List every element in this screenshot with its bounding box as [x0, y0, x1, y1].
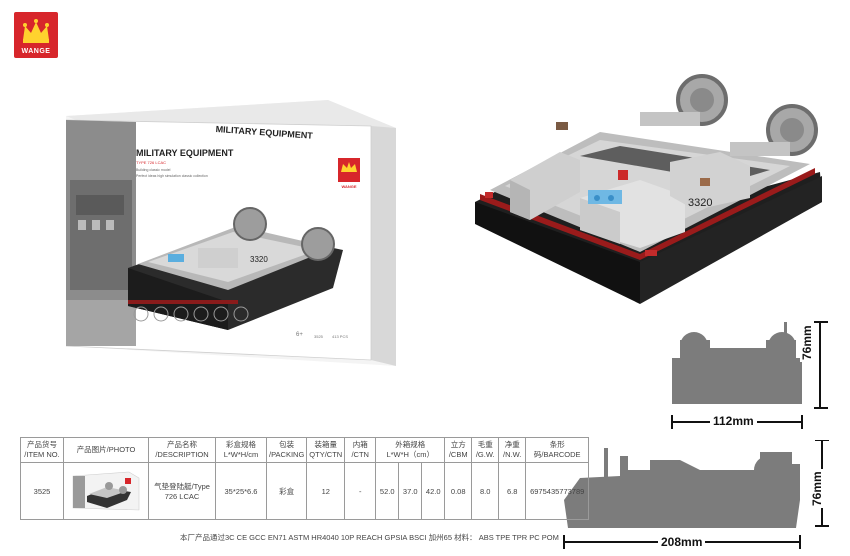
- cell-outer-w: 37.0: [398, 462, 423, 520]
- header-nw: 净重/N.W.: [498, 437, 527, 463]
- crown-icon: [23, 19, 49, 43]
- header-inner: 内箱/CTN: [344, 437, 377, 463]
- front-view-diagram: [671, 321, 828, 429]
- header-cbm: 立方/CBM: [444, 437, 473, 463]
- side-view-diagram: [563, 440, 829, 549]
- header-barcode: 条形码/BARCODE: [525, 437, 590, 463]
- box-title: MILITARY EQUIPMENT: [136, 148, 234, 158]
- header-item-no: 产品货号/ITEM NO.: [20, 437, 64, 463]
- cell-gw: 8.0: [471, 462, 500, 520]
- table-header-row: 产品货号/ITEM NO. 产品图片/PHOTO 产品名称/DESCRIPTIO…: [20, 437, 590, 463]
- cell-photo: [63, 462, 149, 520]
- box-tagline-1: Building classic model: [136, 168, 171, 172]
- spec-table: 产品货号/ITEM NO. 产品图片/PHOTO 产品名称/DESCRIPTIO…: [20, 437, 590, 520]
- logo-text: WANGE: [21, 48, 51, 55]
- front-height-label: 76mm: [800, 323, 814, 362]
- cell-packing: 彩盒: [265, 462, 308, 520]
- cell-qty: 12: [306, 462, 346, 520]
- side-length-label: 208mm: [658, 535, 706, 549]
- box-age: 6+: [296, 332, 303, 338]
- box-brand: WANGE: [341, 184, 357, 189]
- header-gw: 毛重/G.W.: [471, 437, 500, 463]
- box-hull-number: 3320: [250, 255, 268, 264]
- product-thumbnail: [71, 470, 141, 512]
- cell-outer-l: 52.0: [375, 462, 400, 520]
- wange-logo: WANGE: [14, 12, 58, 58]
- cell-barcode: 6975435773789: [525, 462, 590, 520]
- cell-cbm: 0.08: [444, 462, 473, 520]
- cell-outer-h: 42.0: [421, 462, 446, 520]
- cell-inner: -: [344, 462, 377, 520]
- product-hull-number: 3320: [688, 197, 712, 209]
- product-render: 3320: [470, 72, 830, 312]
- header-photo: 产品图片/PHOTO: [63, 437, 149, 463]
- box-subtitle: TYPE 726 LCAC: [136, 160, 167, 165]
- box-tagline-2: Perfect ideas high simulation classic co…: [136, 174, 208, 178]
- side-height-label: 76mm: [810, 469, 824, 508]
- certification-footnote: 本厂产品通过3C CE GCC EN71 ASTM HR4040 10P REA…: [180, 533, 559, 542]
- cell-box-size: 35*25*6.6: [215, 462, 267, 520]
- header-description: 产品名称/DESCRIPTION: [148, 437, 216, 463]
- box-art: 3320 MILITARY EQUIPMENT MILITARY EQUIPME…: [65, 100, 396, 366]
- front-width-label: 112mm: [710, 414, 757, 428]
- cell-nw: 6.8: [498, 462, 527, 520]
- cell-item-no: 3525: [20, 462, 64, 520]
- box-pcs: 413 PCS: [332, 334, 349, 339]
- box-item-no: 3525: [314, 334, 323, 339]
- header-packing: 包装/PACKING: [265, 437, 308, 463]
